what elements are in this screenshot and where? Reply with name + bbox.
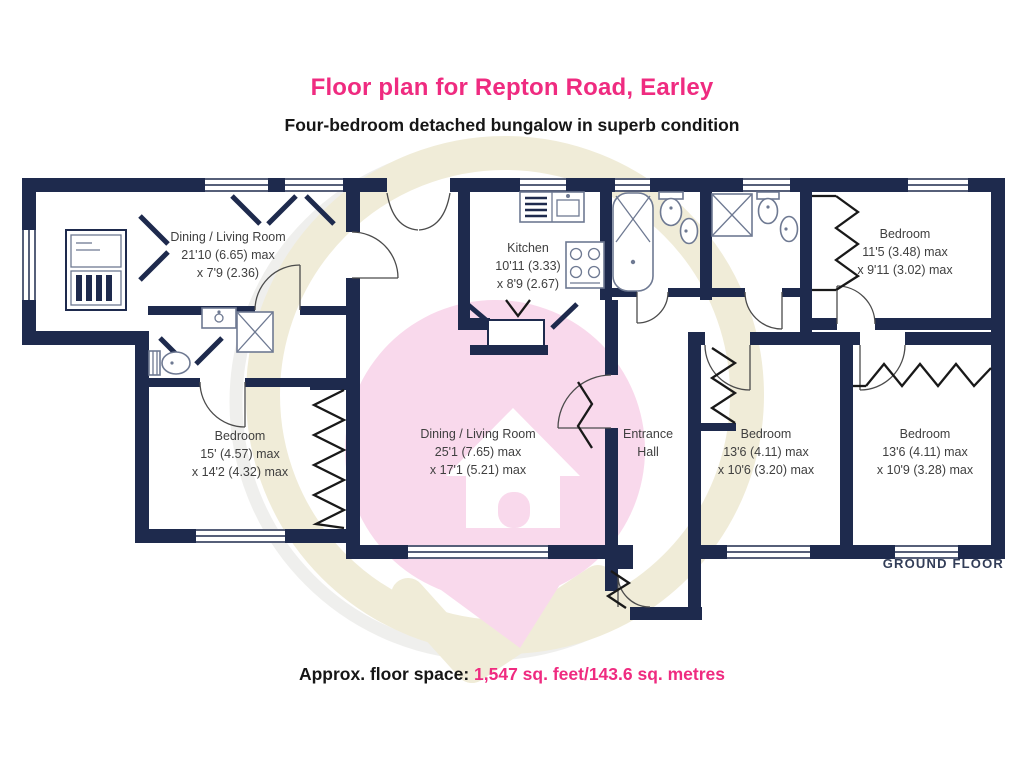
shower-icon — [236, 311, 274, 353]
room-dim: x 8'9 (2.67) — [497, 277, 559, 291]
room-dim: x 14'2 (4.32) max — [192, 465, 289, 479]
room-label-kitchen: Kitchen 10'11 (3.33) x 8'9 (2.67) — [495, 241, 560, 291]
wardrobes — [311, 194, 992, 530]
room-label-dining-living-top: Dining / Living Room 21'10 (6.65) max x … — [170, 230, 285, 280]
room-name: Entrance — [623, 427, 673, 441]
room-name: Hall — [637, 445, 659, 459]
toilet-icon — [756, 191, 780, 225]
window — [196, 529, 285, 543]
room-label-bedroom-middle: Bedroom 13'6 (4.11) max x 10'6 (3.20) ma… — [718, 427, 815, 477]
floor-space-value: 1,547 sq. feet/143.6 sq. metres — [474, 664, 726, 684]
basin-icon — [779, 215, 799, 243]
floor-space-label: Approx. floor space: — [298, 664, 470, 684]
room-dim: x 17'1 (5.21) max — [430, 463, 527, 477]
watermark-pin-icon — [229, 136, 764, 683]
page-title: Floor plan for Repton Road, Earley — [310, 74, 714, 101]
fridge-freezer-icon — [65, 229, 127, 311]
room-dim: 25'1 (7.65) max — [435, 445, 522, 459]
kitchen-sink-icon — [519, 191, 585, 223]
bath-icon — [612, 192, 654, 292]
room-dim: 15' (4.57) max — [200, 447, 280, 461]
room-label-entrance-hall: Entrance Hall — [623, 427, 673, 459]
room-dim: 21'10 (6.65) max — [181, 248, 275, 262]
room-dim: x 9'11 (3.02) max — [857, 263, 953, 277]
windows — [22, 178, 968, 559]
floor-space-summary: Approx. floor space: 1,547 sq. feet/143.… — [0, 664, 1024, 685]
window — [908, 178, 968, 192]
toilet-icon — [658, 191, 684, 227]
room-name: Dining / Living Room — [420, 427, 535, 441]
kitchen-counter — [487, 319, 545, 347]
window — [22, 230, 36, 300]
room-name: Bedroom — [880, 227, 931, 241]
watermark-house-icon — [446, 408, 580, 528]
window — [615, 178, 650, 192]
room-label-bedroom-left: Bedroom 15' (4.57) max x 14'2 (4.32) max — [192, 429, 289, 479]
window — [743, 178, 790, 192]
window — [520, 178, 566, 192]
room-name: Bedroom — [215, 429, 266, 443]
shower-icon — [711, 193, 753, 237]
window — [205, 178, 268, 192]
window — [895, 545, 958, 559]
room-dim: 10'11 (3.33) — [495, 259, 560, 273]
room-label-dining-living-main: Dining / Living Room 25'1 (7.65) max x 1… — [420, 427, 535, 477]
room-name: Bedroom — [900, 427, 951, 441]
hob-icon — [565, 241, 605, 289]
room-label-bedroom-top-right: Bedroom 11'5 (3.48) max x 9'11 (3.02) ma… — [857, 227, 953, 277]
window — [727, 545, 810, 559]
toilet-icon — [148, 350, 191, 376]
ground-floor-label: GROUND FLOOR — [883, 556, 1004, 571]
room-name: Kitchen — [507, 241, 549, 255]
room-dim: 13'6 (4.11) max — [723, 445, 809, 459]
room-name: Bedroom — [741, 427, 792, 441]
room-name: Dining / Living Room — [170, 230, 285, 244]
page-subtitle: Four-bedroom detached bungalow in superb… — [284, 115, 740, 135]
room-dim: x 10'6 (3.20) max — [718, 463, 815, 477]
window — [408, 545, 548, 559]
room-label-bedroom-bottom-right: Bedroom 13'6 (4.11) max x 10'9 (3.28) ma… — [877, 427, 974, 477]
basin-icon — [201, 307, 237, 329]
room-dim: 13'6 (4.11) max — [882, 445, 968, 459]
room-dim: x 10'9 (3.28) max — [877, 463, 974, 477]
basin-icon — [679, 217, 699, 245]
doors — [138, 192, 906, 609]
room-dim: 11'5 (3.48) max — [862, 245, 948, 259]
room-dim: x 7'9 (2.36) — [197, 266, 259, 280]
window — [285, 178, 343, 192]
